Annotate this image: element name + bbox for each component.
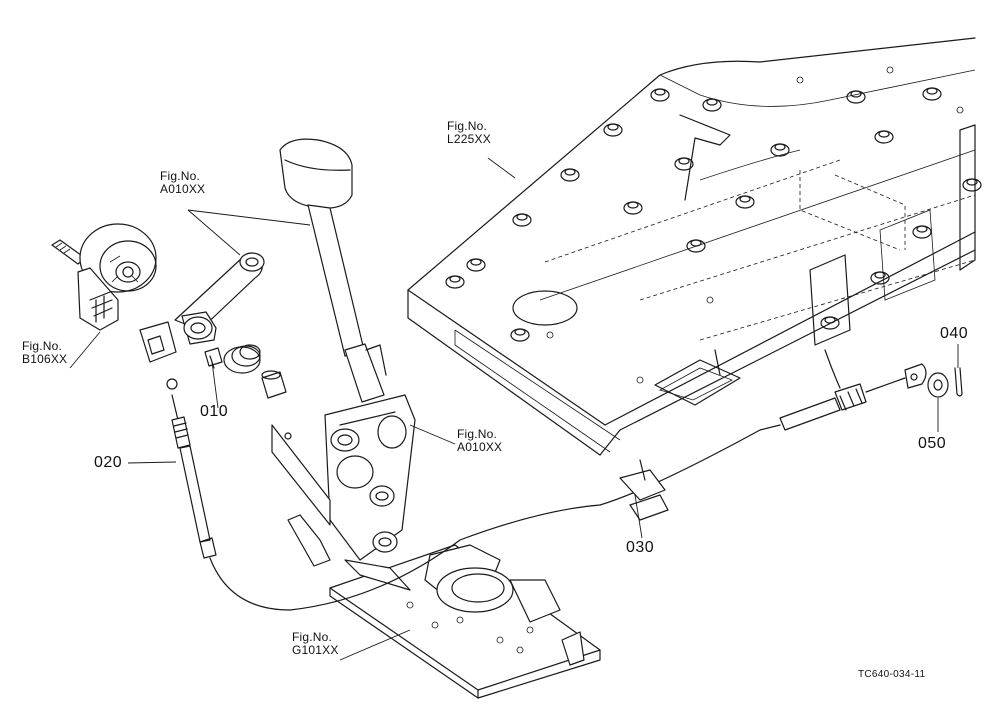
chassis-frame [407,37,982,456]
callout-fig-label: Fig.No. [457,427,498,441]
callout-fig-l225: Fig.No. L225XX [447,120,491,145]
callout-fig-number: G101XX [292,642,339,657]
pedal-bracket [271,394,416,567]
callout-fig-label: Fig.No. [292,630,333,644]
callout-fig-number: A010XX [160,181,206,196]
callout-fig-label: Fig.No. [160,169,201,183]
linkage-arm [139,252,265,390]
callout-fig-a010-upper: Fig.No. A010XX [160,170,205,195]
callout-fig-a010-lower: Fig.No. A010XX [457,428,502,453]
drawing-code: TC640-034-11 [858,669,926,680]
callout-fig-number: L225XX [447,131,491,146]
part-number-030: 030 [626,539,655,556]
callout-fig-number: A010XX [457,439,503,454]
part-number-050: 050 [918,435,947,452]
part-number-010: 010 [200,403,229,420]
bushing-spring [223,344,287,399]
washer-pin [927,367,963,398]
callout-fig-label: Fig.No. [22,339,63,353]
leader-lines [69,157,959,661]
part-number-020: 020 [94,454,123,471]
callout-fig-b106: Fig.No. B106XX [22,340,67,365]
cable-clamp [619,459,669,521]
callout-fig-number: B106XX [22,351,68,366]
callout-fig-label: Fig.No. [447,119,488,133]
sensor-assembly [51,223,157,331]
pedal-lever [279,138,387,403]
cable-assembly [171,349,927,611]
floor-plate [329,544,601,699]
callout-fig-g101: Fig.No. G101XX [292,631,339,656]
part-number-040: 040 [940,325,969,342]
